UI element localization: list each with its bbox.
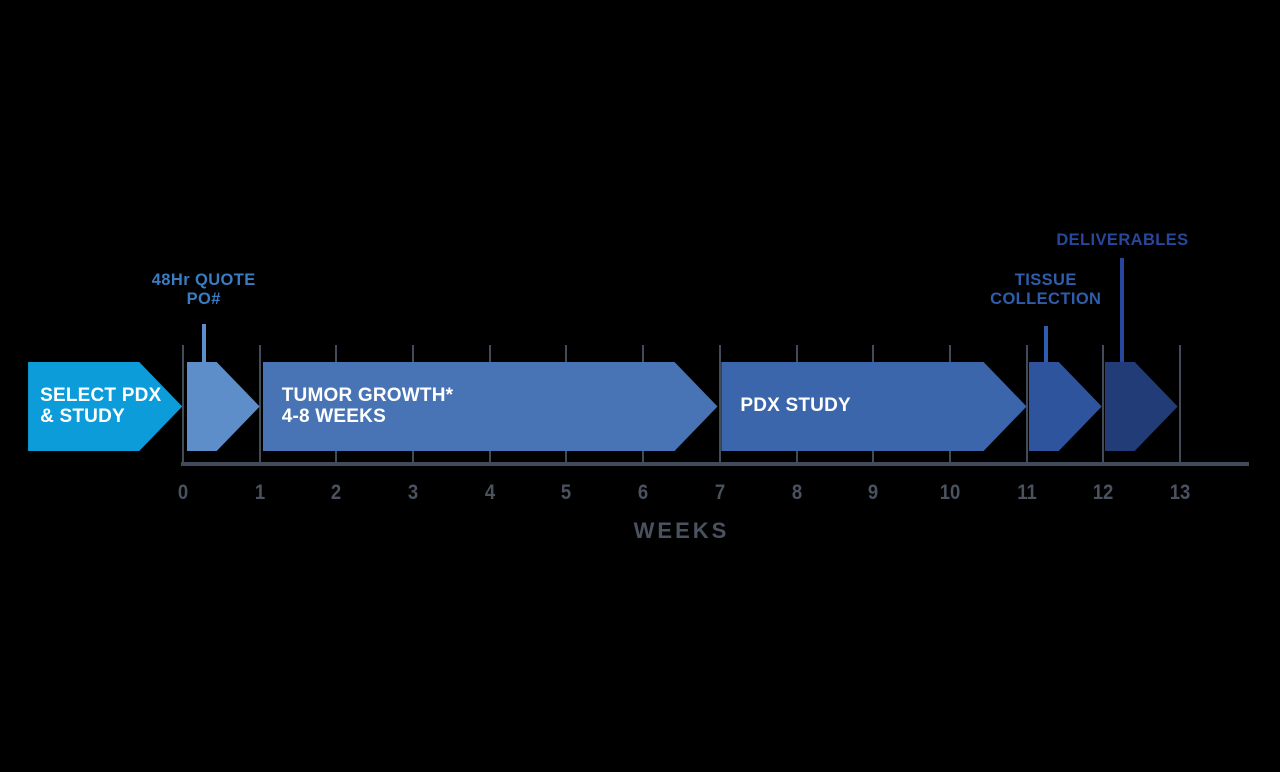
axis-tick-label-3: 3 bbox=[407, 481, 419, 504]
axis-tick-label-8: 8 bbox=[791, 481, 802, 504]
stage-arrow-pdx-study: PDX STUDY bbox=[721, 362, 1026, 451]
callout-line-tissue-collection bbox=[1043, 326, 1048, 364]
stage-arrow-select-pdx: SELECT PDX& STUDY bbox=[28, 362, 182, 451]
callout-line-deliverables bbox=[1120, 258, 1125, 364]
stage-arrow-tumor-growth: TUMOR GROWTH*4-8 WEEKS bbox=[263, 362, 718, 451]
axis-tick-label-6: 6 bbox=[637, 481, 649, 504]
axis-tick-week-11 bbox=[1025, 345, 1028, 466]
axis-tick-week-7 bbox=[718, 345, 721, 466]
callout-line-quote bbox=[201, 324, 206, 364]
axis-tick-label-10: 10 bbox=[939, 481, 961, 504]
axis-tick-label-1: 1 bbox=[254, 481, 265, 504]
axis-tick-label-7: 7 bbox=[714, 481, 725, 504]
axis-tick-label-4: 4 bbox=[484, 481, 495, 504]
stage-arrow-quote bbox=[187, 362, 260, 451]
axis-tick-week-0 bbox=[182, 345, 184, 466]
stage-label-select-pdx: SELECT PDX& STUDY bbox=[40, 385, 162, 427]
stage-label-pdx-study: PDX STUDY bbox=[740, 395, 851, 417]
axis-tick-label-9: 9 bbox=[868, 481, 879, 504]
axis-tick-week-12 bbox=[1102, 345, 1105, 466]
stage-label-tumor-growth: TUMOR GROWTH*4-8 WEEKS bbox=[281, 385, 454, 427]
stage-arrow-deliverables bbox=[1105, 362, 1178, 451]
axis-tick-label-13: 13 bbox=[1169, 481, 1191, 504]
callout-label-deliverables: DELIVERABLES bbox=[1056, 231, 1189, 249]
axis-tick-label-2: 2 bbox=[331, 481, 342, 504]
axis-title: WEEKS bbox=[633, 518, 730, 543]
axis-baseline bbox=[181, 462, 1249, 466]
axis-tick-label-12: 12 bbox=[1092, 481, 1114, 504]
axis-tick-week-13 bbox=[1178, 345, 1181, 466]
stage-arrow-tissue-collection bbox=[1029, 362, 1102, 451]
axis-tick-label-0: 0 bbox=[177, 481, 189, 504]
axis-tick-label-5: 5 bbox=[561, 481, 572, 504]
axis-tick-label-11: 11 bbox=[1016, 481, 1037, 504]
axis-tick-week-1 bbox=[258, 345, 261, 466]
